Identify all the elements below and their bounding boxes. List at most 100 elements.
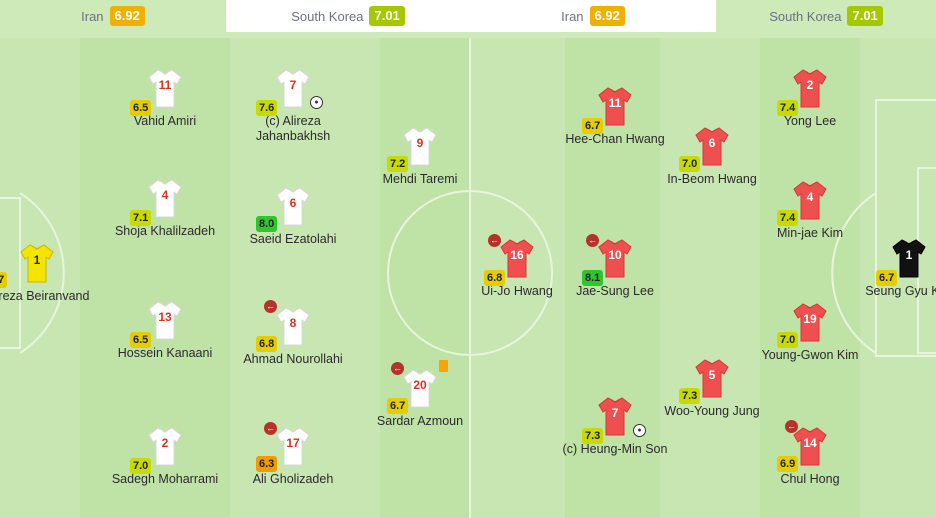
player-name: Ahmad Nourollahi — [243, 352, 343, 366]
jersey-icon: 4 — [148, 178, 182, 218]
jersey-icon: 1 — [892, 238, 926, 278]
team-tab-south-korea-2[interactable]: South Korea 7.01 — [716, 0, 936, 32]
player-name: Ui-Jo Hwang — [481, 284, 553, 298]
jersey-number: 1 — [905, 248, 913, 262]
jersey-icon: 13 — [148, 300, 182, 340]
substitution-icon: ← — [391, 362, 404, 375]
jersey-number: 2 — [806, 78, 814, 92]
player-name: Mehdi Taremi — [382, 172, 458, 186]
player-rating: 6.8 — [256, 336, 278, 352]
player-rating: 7.3 — [679, 388, 701, 404]
player-rating: 7.2 — [387, 156, 409, 172]
jersey-icon: 6 — [695, 126, 729, 166]
jersey-number: 20 — [413, 378, 427, 392]
jersey-icon: 20 — [403, 368, 437, 408]
yellow-card-icon — [439, 360, 448, 372]
player-rating: 7.0 — [130, 458, 152, 474]
team-tab-south-korea[interactable]: South Korea 7.01 — [226, 0, 470, 32]
player-rating: 7.6 — [256, 100, 278, 116]
player-name: Shoja Khalilzadeh — [114, 224, 216, 238]
team-rating-badge: 7.01 — [369, 6, 405, 26]
player-name: Hee-Chan Hwang — [565, 132, 665, 146]
player-name: Vahid Amiri — [133, 114, 197, 128]
jersey-number: 1 — [33, 253, 41, 267]
jersey-icon: 7 — [598, 396, 632, 436]
player-name: Alireza Beiranvand — [0, 289, 90, 303]
substitution-icon: ← — [785, 420, 798, 433]
team-rating-badge: 6.92 — [109, 6, 145, 26]
jersey-number: 7 — [289, 78, 297, 92]
player-rating: 6.7 — [0, 272, 8, 288]
jersey-icon: 19 — [793, 302, 827, 342]
jersey-icon: 7 — [276, 68, 310, 108]
jersey-icon: 2 — [793, 68, 827, 108]
player-name: Ali Gholizadeh — [252, 472, 334, 486]
player-name: Sardar Azmoun — [376, 414, 464, 428]
player-name: Saeid Ezatolahi — [249, 232, 337, 246]
jersey-icon: 11 — [598, 86, 632, 126]
player-rating: 6.3 — [256, 456, 278, 472]
player-rating: 6.7 — [876, 270, 898, 286]
jersey-icon: 16 — [500, 238, 534, 278]
player-name: Jae-Sung Lee — [576, 284, 654, 298]
pitch-markings — [0, 38, 936, 518]
jersey-number: 6 — [708, 136, 716, 150]
team-name: Iran — [561, 8, 584, 24]
player-card[interactable]: 1Alireza Beiranvand6.7 — [0, 243, 92, 304]
jersey-icon: 14 — [793, 426, 827, 466]
jersey-icon: 5 — [695, 358, 729, 398]
jersey-number: 19 — [803, 312, 817, 326]
player-name: Woo-Young Jung — [664, 404, 760, 418]
player-rating: 7.3 — [582, 428, 604, 444]
jersey-number: 9 — [416, 136, 424, 150]
player-rating: 7.4 — [777, 210, 799, 226]
goal-ball-icon: ● — [310, 96, 323, 109]
team-tab-iran[interactable]: Iran 6.92 — [0, 0, 226, 32]
player-name: Seung Gyu Kim — [865, 284, 936, 298]
jersey-number: 5 — [708, 368, 716, 382]
jersey-icon: 11 — [148, 68, 182, 108]
player-name: (c) Alireza Jahanbakhsh — [255, 114, 331, 143]
player-name: Young-Gwon Kim — [761, 348, 859, 362]
team-tab-iran-2[interactable]: Iran 6.92 — [470, 0, 716, 32]
player-rating: 6.9 — [777, 456, 799, 472]
team-rating-badge: 7.01 — [847, 6, 883, 26]
team-rating-badge: 6.92 — [589, 6, 625, 26]
player-rating: 6.7 — [582, 118, 604, 134]
player-rating: 6.7 — [387, 398, 409, 414]
substitution-icon: ← — [264, 300, 277, 313]
jersey-icon: 4 — [793, 180, 827, 220]
player-name: (c) Heung-Min Son — [562, 442, 668, 456]
jersey-number: 14 — [803, 436, 817, 450]
jersey-number: 16 — [510, 248, 524, 262]
jersey-number: 8 — [289, 316, 297, 330]
jersey-number: 6 — [289, 196, 297, 210]
jersey-icon: 6 — [276, 186, 310, 226]
jersey-number: 10 — [608, 248, 622, 262]
team-name: South Korea — [291, 8, 364, 24]
player-name: Sadegh Moharrami — [111, 472, 219, 486]
player-rating: 7.1 — [130, 210, 152, 226]
